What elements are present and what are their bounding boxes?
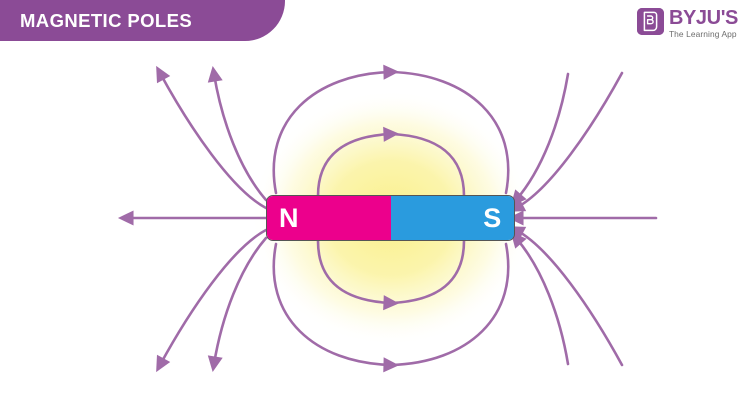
page-title: MAGNETIC POLES: [20, 9, 193, 31]
south-pole-label: S: [483, 202, 502, 233]
field-line-left-lower-outer: [156, 228, 268, 373]
byjus-logo: BYJU'S The Learning App: [636, 8, 738, 38]
south-pole: S: [390, 196, 514, 240]
logo-tagline: The Learning App: [668, 29, 737, 39]
field-line-bottom-outer-right: [389, 242, 510, 367]
logo-wordmark: BYJU'S: [668, 7, 738, 29]
field-line-right-upper-outer: [508, 71, 624, 212]
bar-magnet: N S: [266, 195, 515, 241]
field-line-left-upper-inner: [207, 66, 268, 202]
field-line-bottom-outer-left: [272, 242, 400, 373]
field-line-left-lower-inner: [207, 236, 268, 372]
field-line-left-upper-outer: [156, 65, 268, 210]
field-line-top-outer-right: [389, 70, 510, 195]
north-pole: N: [267, 196, 391, 240]
byjus-logo-mark-icon: [636, 8, 664, 35]
north-pole-label: N: [279, 202, 299, 233]
field-line-bottom-inner-right: [389, 239, 466, 305]
field-line-top-outer-left: [272, 64, 400, 195]
field-line-right-upper-inner: [510, 72, 570, 207]
field-line-top-inner-right: [389, 132, 466, 198]
header-banner: MAGNETIC POLES: [0, 0, 285, 41]
field-line-top-inner-left: [316, 126, 400, 198]
field-line-right-lower-outer: [508, 226, 624, 367]
field-line-bottom-inner-left: [316, 239, 400, 311]
logo-text-block: BYJU'S The Learning App: [669, 8, 738, 38]
field-lines-group: [117, 64, 658, 373]
field-line-right-lower-inner: [510, 231, 570, 366]
